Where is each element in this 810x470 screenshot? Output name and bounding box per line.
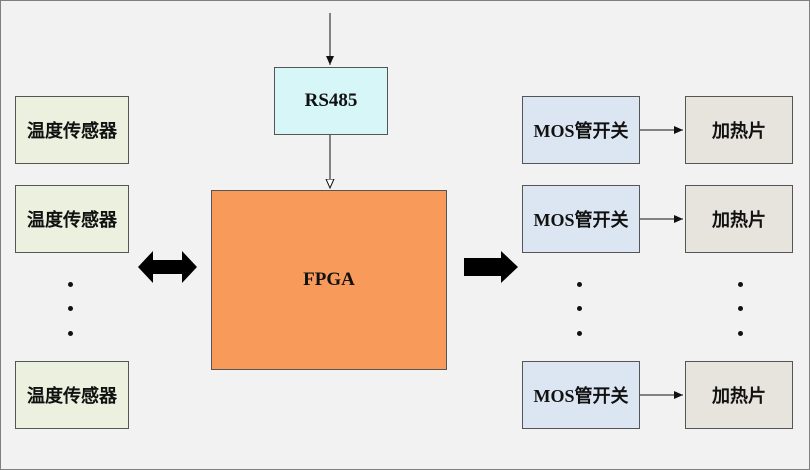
mos-switch-box: MOS管开关 bbox=[522, 361, 640, 429]
mos-switch-box: MOS管开关 bbox=[522, 96, 640, 164]
ellipsis-dot bbox=[68, 306, 73, 311]
temperature-sensor-box: 温度传感器 bbox=[15, 96, 129, 164]
ellipsis-dot bbox=[577, 331, 582, 336]
ellipsis-dot bbox=[68, 331, 73, 336]
heater-box: 加热片 bbox=[685, 185, 793, 253]
heater-box: 加热片 bbox=[685, 361, 793, 429]
sensor-fpga-bidirectional-arrow bbox=[138, 251, 197, 283]
ellipsis-dot bbox=[738, 331, 743, 336]
rs485-box: RS485 bbox=[274, 67, 388, 135]
ellipsis-dot bbox=[68, 282, 73, 287]
fpga-box: FPGA bbox=[211, 190, 447, 370]
mos-switch-box: MOS管开关 bbox=[522, 185, 640, 253]
temperature-sensor-box: 温度传感器 bbox=[15, 361, 129, 429]
ellipsis-dot bbox=[738, 306, 743, 311]
heater-box: 加热片 bbox=[685, 96, 793, 164]
ellipsis-dot bbox=[577, 282, 582, 287]
ellipsis-dot bbox=[738, 282, 743, 287]
ellipsis-dot bbox=[577, 306, 582, 311]
fpga-to-mos-arrow bbox=[464, 251, 518, 283]
temperature-sensor-box: 温度传感器 bbox=[15, 185, 129, 253]
